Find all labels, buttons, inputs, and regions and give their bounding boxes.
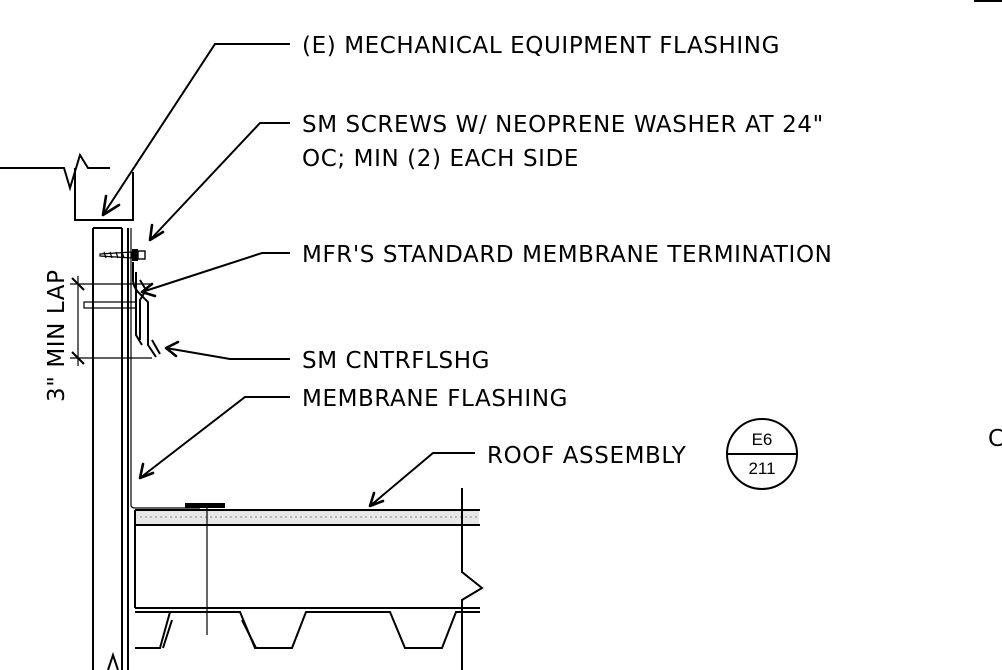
label-edge-fragment: C (988, 426, 1002, 452)
min-lap-dimension (70, 276, 152, 366)
roof-assembly (134, 488, 484, 670)
label-termination: MFR'S STANDARD MEMBRANE TERMINATION (302, 242, 832, 268)
equipment-curb (0, 152, 134, 221)
label-roof-assembly: ROOF ASSEMBLY (487, 443, 687, 469)
lower-break (107, 651, 119, 670)
min-lap-label: 3" MIN LAP (44, 269, 70, 402)
label-cntrflshg: SM CNTRFLSHG (302, 348, 490, 374)
detail-tag-top: E6 (752, 430, 773, 449)
label-screws-line1: SM SCREWS W/ NEOPRENE WASHER AT 24" (302, 112, 824, 138)
detail-tag-bottom: 211 (748, 459, 775, 478)
label-mech-flashing: (E) MECHANICAL EQUIPMENT FLASHING (302, 33, 780, 59)
metal-deck (135, 611, 480, 649)
counterflashing (132, 262, 161, 358)
screw (99, 249, 146, 261)
label-screws-line2: OC; MIN (2) EACH SIDE (302, 146, 579, 172)
termination-bar (83, 272, 148, 346)
leaders (101, 43, 475, 508)
detail-reference-tag[interactable]: E6 211 (726, 418, 798, 490)
label-membrane-flashing: MEMBRANE FLASHING (302, 386, 568, 412)
